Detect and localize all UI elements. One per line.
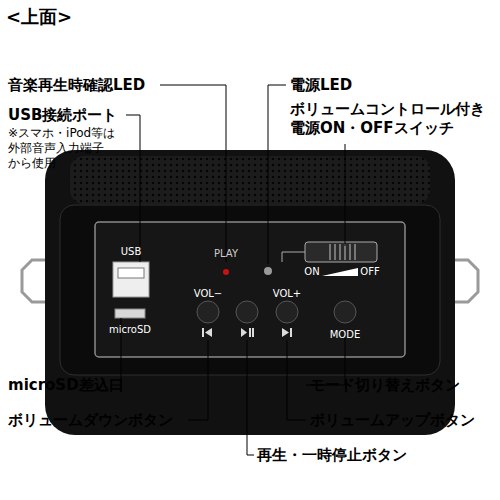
- panel-label: VOL+: [273, 288, 302, 301]
- button: [276, 301, 298, 323]
- button: [197, 301, 219, 323]
- control-panel: [95, 222, 405, 357]
- callout-label: ボリュームダウンボタン: [8, 411, 173, 430]
- panel-label: microSD: [109, 324, 151, 337]
- callout-label: 音楽再生時確認LED: [8, 76, 145, 95]
- microsd-slot: [115, 309, 145, 318]
- power-led: [264, 267, 272, 275]
- button-icons: [202, 328, 292, 337]
- button: [334, 301, 356, 323]
- title: <上面>: [6, 6, 72, 29]
- front-panel: [60, 205, 440, 375]
- callout-label: モード切り替えボタン: [310, 376, 460, 395]
- callout-note: ※スマホ・iPod等は 外部音声入力端子 から使用: [8, 126, 138, 171]
- panel-label: MODE: [330, 329, 361, 342]
- panel-label: OFF: [360, 266, 379, 279]
- callout-label: microSD差込口: [8, 376, 124, 395]
- usb-port: [113, 262, 149, 297]
- volume-switch: [305, 242, 377, 262]
- callout-label: 再生・一時停止ボタン: [257, 446, 407, 465]
- panel-label: PLAY: [214, 248, 238, 261]
- button: [236, 301, 258, 323]
- panel-label: USB: [121, 246, 142, 259]
- panel-line: [282, 252, 305, 262]
- panel-label: ON: [304, 266, 319, 279]
- panel-label: VOL−: [194, 288, 223, 301]
- usb-tongue: [118, 268, 144, 278]
- callout-label: 電源LED: [290, 76, 352, 95]
- volume-wedge: [322, 268, 358, 276]
- switch-wheel: [330, 244, 355, 260]
- callout-label: USB接続ポート: [8, 106, 117, 125]
- callout-label: ボリュームコントロール付き 電源ON・OFFスイッチ: [290, 100, 495, 138]
- play-led: [223, 269, 229, 275]
- leader-lines: [112, 85, 345, 455]
- speaker-grille: [70, 156, 430, 204]
- callout-label: ボリュームアップボタン: [310, 411, 475, 430]
